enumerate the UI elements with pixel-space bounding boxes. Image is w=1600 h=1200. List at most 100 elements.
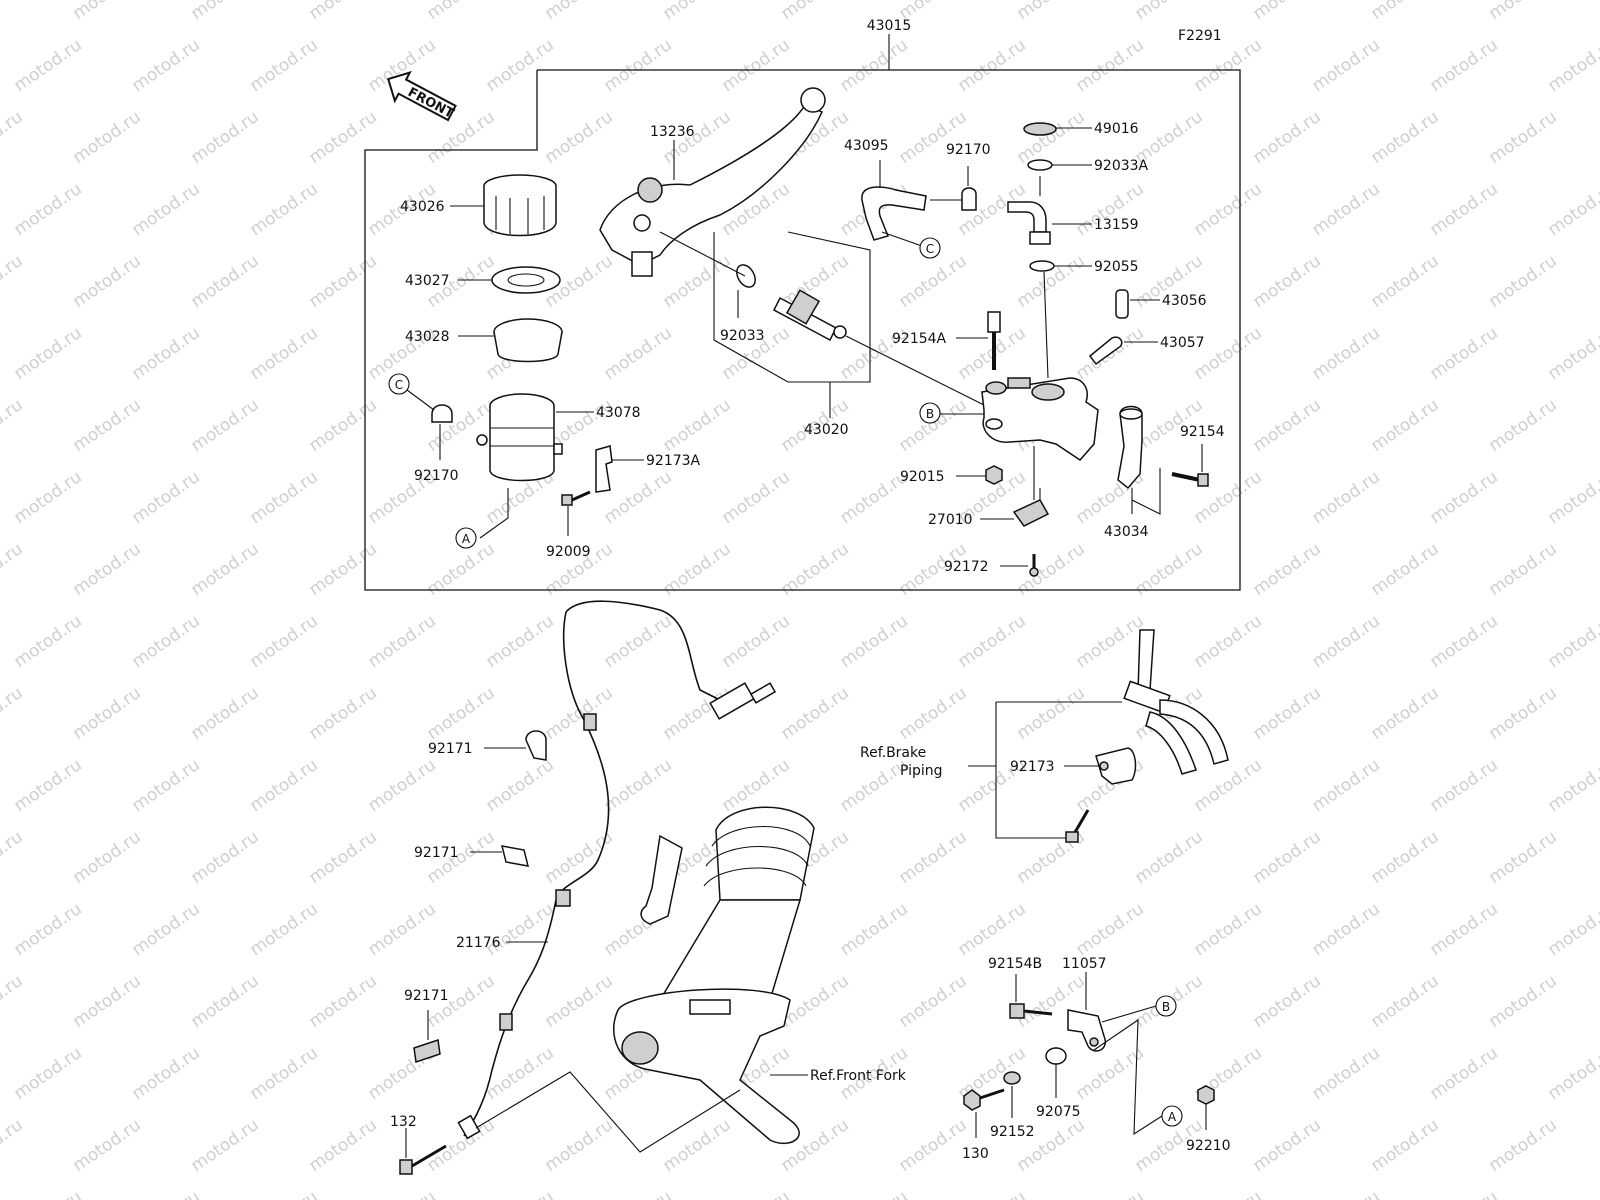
- watermark-text: motod.ru: [69, 395, 144, 456]
- watermark-text: motod.ru: [305, 539, 380, 600]
- watermark-text: motod.ru: [1544, 1187, 1600, 1200]
- watermark-text: motod.ru: [69, 107, 144, 168]
- watermark-text: motod.ru: [1131, 539, 1206, 600]
- callout-b-lower: [1155, 995, 1177, 1017]
- part-label-43078: 43078: [596, 405, 641, 421]
- part-label-43028: 43028: [405, 329, 450, 345]
- watermark-text: motod.ru: [659, 251, 734, 312]
- watermark-text: motod.ru: [541, 107, 616, 168]
- watermark-text: motod.ru: [305, 683, 380, 744]
- watermark-text: motod.ru: [600, 755, 675, 816]
- watermark-text: motod.ru: [1190, 179, 1265, 240]
- cable-clip-lower: [413, 1039, 441, 1063]
- part-label-11057: 11057: [1062, 956, 1107, 972]
- watermark-text: motod.ru: [128, 611, 203, 672]
- brake-switch: [1012, 488, 1050, 527]
- watermark-text: motod.ru: [246, 899, 321, 960]
- watermark-text: motod.ru: [69, 251, 144, 312]
- watermark-text: motod.ru: [777, 0, 852, 24]
- watermark-text: motod.ru: [1485, 971, 1560, 1032]
- watermark-text: motod.ru: [954, 35, 1029, 96]
- watermark-text: motod.ru: [1426, 611, 1501, 672]
- watermark-text: motod.ru: [128, 755, 203, 816]
- part-label-49016: 49016: [1094, 121, 1139, 137]
- part-label-13236: 13236: [650, 124, 695, 140]
- watermark-text: motod.ru: [364, 611, 439, 672]
- watermark-text: motod.ru: [305, 827, 380, 888]
- watermark-text: motod.ru: [1426, 1187, 1501, 1200]
- watermark-text: motod.ru: [600, 35, 675, 96]
- part-label-130: 130: [962, 1146, 989, 1162]
- part-label-43034: 43034: [1104, 524, 1149, 540]
- watermark-text: motod.ru: [0, 395, 27, 456]
- ref-front-fork: Ref.Front Fork: [810, 1068, 907, 1084]
- watermark-text: motod.ru: [895, 683, 970, 744]
- part-label-92152: 92152: [990, 1124, 1035, 1140]
- watermark-text: motod.ru: [600, 323, 675, 384]
- watermark-text: motod.ru: [1308, 35, 1383, 96]
- hose-clamp-top: [961, 187, 977, 211]
- watermark-text: motod.ru: [305, 0, 380, 24]
- watermark-text: motod.ru: [1190, 1187, 1265, 1200]
- watermark-text: motod.ru: [659, 1115, 734, 1176]
- cable-clip-middle: [500, 845, 530, 867]
- watermark-text: motod.ru: [482, 1187, 557, 1200]
- watermark-text: motod.ru: [1308, 467, 1383, 528]
- watermark-text: motod.ru: [895, 827, 970, 888]
- watermark-text: motod.ru: [10, 467, 85, 528]
- watermark-text: motod.ru: [1013, 683, 1088, 744]
- mounting-bracket: [1067, 1009, 1107, 1052]
- watermark-text: motod.ru: [1190, 899, 1265, 960]
- watermark-text: motod.ru: [1072, 35, 1147, 96]
- part-label-92170-top: 92170: [946, 142, 991, 158]
- watermark-text: motod.ru: [1426, 35, 1501, 96]
- watermark-text: motod.ru: [246, 179, 321, 240]
- diaphragm: [493, 318, 563, 363]
- watermark-text: motod.ru: [364, 899, 439, 960]
- watermark-text: motod.ru: [1367, 971, 1442, 1032]
- watermark-text: motod.ru: [1367, 683, 1442, 744]
- watermark-text: motod.ru: [0, 1115, 27, 1176]
- watermark-text: motod.ru: [305, 971, 380, 1032]
- watermark-text: motod.ru: [10, 611, 85, 672]
- brake-lever: [599, 87, 826, 277]
- part-label-27010: 27010: [928, 512, 973, 528]
- part-label-43095: 43095: [844, 138, 889, 154]
- front-fork: [613, 806, 815, 1145]
- watermark-text: motod.ru: [1367, 539, 1442, 600]
- watermark-text: motod.ru: [541, 971, 616, 1032]
- bolt-92154B: [1009, 1003, 1053, 1019]
- watermark-text: motod.ru: [1544, 35, 1600, 96]
- watermark-text: motod.ru: [187, 971, 262, 1032]
- watermark-text: motod.ru: [423, 683, 498, 744]
- watermark-text: motod.ru: [777, 539, 852, 600]
- watermark-text: motod.ru: [10, 179, 85, 240]
- watermark-text: motod.ru: [305, 1115, 380, 1176]
- part-label-92210: 92210: [1186, 1138, 1231, 1154]
- part-label-43027: 43027: [405, 273, 450, 289]
- watermark-text: motod.ru: [246, 1043, 321, 1104]
- watermark-text: motod.ru: [128, 1187, 203, 1200]
- watermark-text: motod.ru: [1308, 179, 1383, 240]
- watermark-text: motod.ru: [128, 35, 203, 96]
- sensor-connector: [709, 682, 777, 720]
- callout-c-left-letter: C: [395, 378, 403, 392]
- watermark-text: motod.ru: [187, 0, 262, 24]
- watermark-text: motod.ru: [187, 1115, 262, 1176]
- watermark-text: motod.ru: [600, 1187, 675, 1200]
- watermark-text: motod.ru: [10, 1187, 85, 1200]
- bolt-92154: [1171, 472, 1209, 487]
- part-label-92171-b: 92171: [414, 845, 459, 861]
- watermark-text: motod.ru: [1308, 899, 1383, 960]
- part-label-92033: 92033: [720, 328, 765, 344]
- callout-b-upper: [919, 402, 941, 424]
- cable-clip-upper: [525, 730, 547, 761]
- watermark-text: motod.ru: [69, 971, 144, 1032]
- watermark-text: motod.ru: [0, 971, 27, 1032]
- bolt-132: [399, 1144, 447, 1175]
- o-ring: [1029, 260, 1055, 272]
- watermark-text: motod.ru: [128, 179, 203, 240]
- watermark-text: motod.ru: [1308, 611, 1383, 672]
